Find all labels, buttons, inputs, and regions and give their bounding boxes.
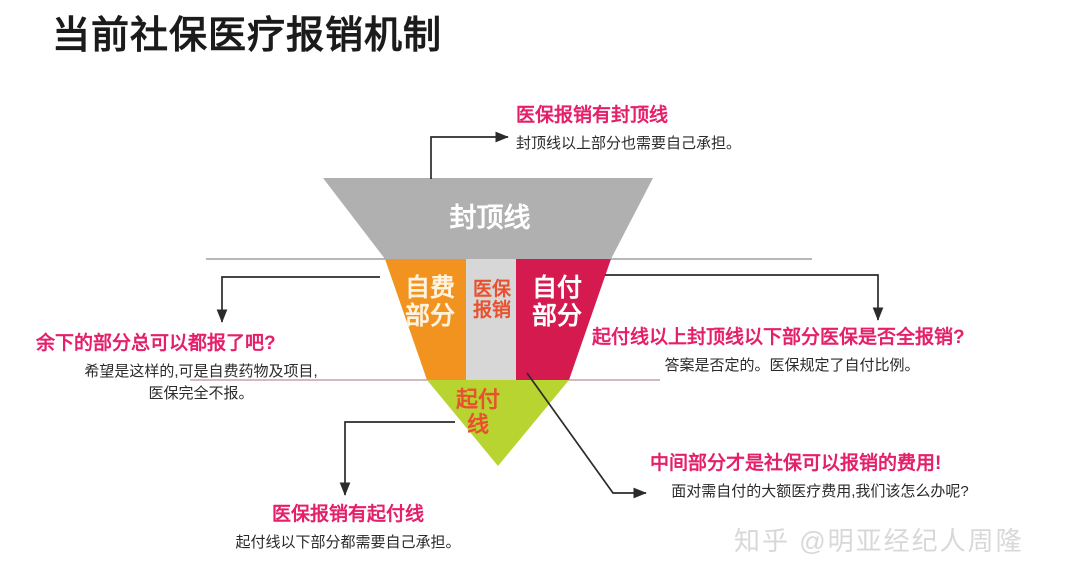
callout-arrow-bottom-right: [526, 372, 647, 499]
annotation-bottom-right-headline: 中间部分才是社保可以报销的费用!: [650, 453, 942, 474]
annotation-left: 余下的部分总可以都报了吧? 希望是这样的,可是自费药物及项目, 医保完全不报。: [36, 332, 366, 406]
annotation-right-headline: 起付线以上封顶线以下部分医保是否全报销?: [592, 327, 965, 348]
funnel-segment-co-payment: [516, 259, 611, 380]
annotation-top: 医保报销有封顶线 封顶线以上部分也需要自己承担。: [516, 104, 741, 155]
funnel-segment-insurance: [466, 259, 516, 380]
annotation-left-body: 希望是这样的,可是自费药物及项目, 医保完全不报。: [36, 361, 366, 406]
annotation-top-body: 封顶线以上部分也需要自己承担。: [516, 133, 741, 156]
annotation-right-line-1: 答案是否定的。医保规定了自付比例。: [664, 356, 920, 374]
callout-arrow-top: [430, 131, 509, 179]
annotation-left-headline: 余下的部分总可以都报了吧?: [36, 333, 276, 354]
page-title: 当前社保医疗报销机制: [52, 15, 443, 57]
annotation-bottom-left-line-1: 起付线以下部分都需要自己承担。: [235, 533, 461, 551]
callout-arrow-bottom-left: [339, 421, 455, 496]
annotation-left-line-1: 希望是这样的,可是自费药物及项目,: [84, 362, 318, 380]
annotation-bottom-right-body: 面对需自付的大额医疗费用,我们该怎么办呢?: [650, 481, 990, 504]
callout-arrow-left: [216, 276, 380, 323]
annotation-top-line-1: 封顶线以上部分也需要自己承担。: [516, 134, 742, 152]
annotation-bottom-right-line-1: 面对需自付的大额医疗费用,我们该怎么办呢?: [671, 482, 969, 500]
funnel-segment-self-pay: [385, 259, 466, 380]
annotation-bottom-left-headline: 医保报销有起付线: [271, 504, 424, 525]
funnel-segment-cap-line: [323, 178, 653, 259]
annotation-top-headline: 医保报销有封顶线: [516, 105, 669, 126]
annotation-bottom-left-body: 起付线以下部分都需要自己承担。: [214, 532, 482, 555]
callout-arrow-right: [605, 274, 884, 321]
annotation-left-line-2: 医保完全不报。: [148, 385, 254, 403]
annotation-right: 起付线以上封顶线以下部分医保是否全报销? 答案是否定的。医保规定了自付比例。: [592, 326, 992, 377]
annotation-bottom-right: 中间部分才是社保可以报销的费用! 面对需自付的大额医疗费用,我们该怎么办呢?: [650, 452, 990, 503]
funnel-segment-deductible: [427, 380, 569, 466]
watermark: 知乎 @明亚经纪人周隆: [734, 526, 1024, 556]
annotation-right-body: 答案是否定的。医保规定了自付比例。: [592, 355, 992, 378]
annotation-bottom-left: 医保报销有起付线 起付线以下部分都需要自己承担。: [214, 503, 482, 554]
